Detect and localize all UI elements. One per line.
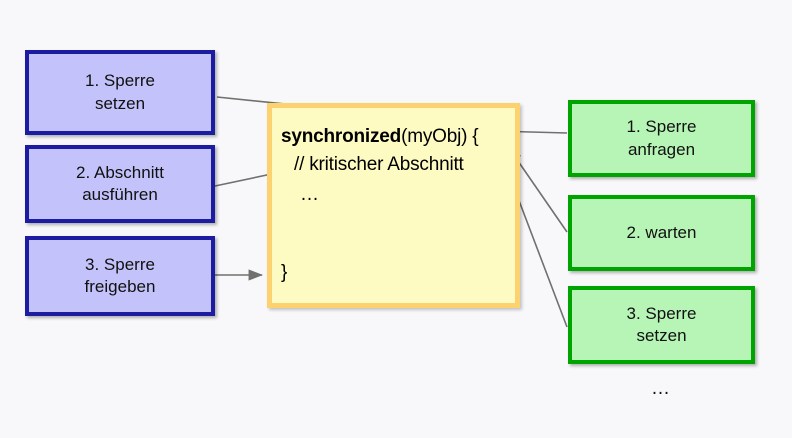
lock-step-box-3[interactable]: 3. Sperre setzen xyxy=(568,286,755,364)
lock-step-3-line1: 3. Sperre xyxy=(626,303,697,323)
lock-steps-trailing-ellipsis: … xyxy=(651,378,672,399)
code-line-ellipsis: … xyxy=(300,184,321,205)
thread-step-3-line1: 3. Sperre xyxy=(85,254,155,274)
code-line-synchronized-header: synchronized(myObj) { xyxy=(281,126,479,148)
lock-step-3-line2: setzen xyxy=(636,326,687,345)
lock-step-1-line1: 1. Sperre xyxy=(626,117,697,137)
synchronized-code-block: synchronized(myObj) { // kritischer Absc… xyxy=(267,103,520,308)
lock-step-1-line2: anfragen xyxy=(627,139,696,159)
thread-step-box-2[interactable]: 2. Abschnitt ausführen xyxy=(25,145,215,223)
code-line-comment: // kritischer Abschnitt xyxy=(294,154,464,175)
code-signature: (myObj) { xyxy=(401,126,479,147)
thread-step-1-line2: setzen xyxy=(94,93,146,113)
thread-step-box-1[interactable]: 1. Sperre setzen xyxy=(25,50,215,135)
thread-step-box-3[interactable]: 3. Sperre freigeben xyxy=(25,236,215,316)
thread-step-1-line1: 1. Sperre xyxy=(85,71,155,91)
thread-step-2-line2: ausführen xyxy=(82,185,158,204)
lock-step-box-1[interactable]: 1. Sperre anfragen xyxy=(568,100,755,177)
lock-step-box-2[interactable]: 2. warten xyxy=(568,195,755,271)
thread-step-2-line1: 2. Abschnitt xyxy=(76,162,164,182)
code-keyword-synchronized: synchronized xyxy=(281,126,402,147)
lock-step-2-line1: 2. warten xyxy=(626,222,697,242)
code-line-closing-brace: } xyxy=(281,262,288,283)
thread-step-3-line2: freigeben xyxy=(84,277,156,296)
